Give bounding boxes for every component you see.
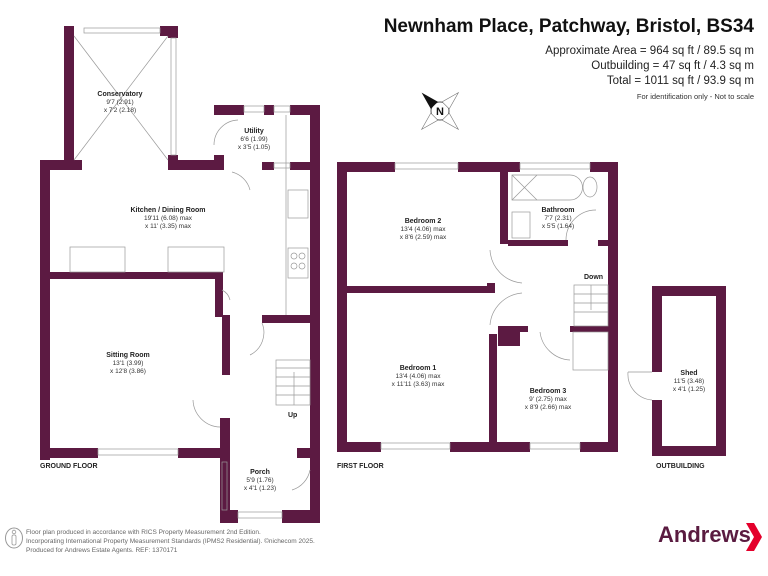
room-bathroom: Bathroom 7'7 (2.31) x 5'5 (1.64) — [541, 207, 575, 230]
room-sitting-room: Sitting Room 13'1 (3.99) x 12'8 (3.86) — [106, 352, 150, 375]
stairs-down-label: Down — [584, 274, 604, 281]
north-compass-icon: N — [420, 91, 460, 131]
brand-logo-text: Andrews — [658, 522, 751, 547]
room-bedroom-1: Bedroom 1 13'4 (4.06) max x 11'11 (3.63)… — [391, 365, 445, 388]
first-floor-label: FIRST FLOOR — [337, 463, 384, 470]
room-conservatory: Conservatory 9'7 (2.91) x 7'2 (2.18) — [97, 91, 143, 114]
room-shed: Shed 11'5 (3.48) x 4'1 (1.25) — [672, 370, 706, 393]
outbuilding-area: Outbuilding = 47 sq ft / 4.3 sq m — [591, 60, 754, 72]
area-summary: Approximate Area = 964 sq ft / 89.5 sq m… — [545, 44, 754, 89]
disclaimer: For identification only - Not to scale — [636, 92, 754, 101]
room-bedroom-2: Bedroom 2 13'4 (4.06) max x 8'6 (2.59) m… — [399, 218, 447, 241]
ground-floor-label: GROUND FLOOR — [40, 463, 98, 470]
total-area: Total = 1011 sq ft / 93.9 sq m — [606, 75, 754, 87]
rics-person-icon — [5, 527, 23, 549]
room-porch: Porch 5'9 (1.76) x 4'1 (1.23) — [243, 469, 277, 492]
footer-notes: Floor plan produced in accordance with R… — [26, 529, 315, 554]
stairs-up-label: Up — [288, 412, 298, 419]
brand-chevron-icon — [746, 523, 762, 551]
room-utility: Utility 6'6 (1.99) x 3'5 (1.05) — [237, 128, 271, 151]
room-kitchen-dining: Kitchen / Dining Room 19'11 (6.08) max x… — [130, 207, 206, 230]
outbuilding-label: OUTBUILDING — [656, 463, 705, 470]
svg-text:N: N — [436, 106, 444, 118]
walls — [40, 26, 726, 523]
property-title: Newnham Place, Patchway, Bristol, BS34 — [383, 16, 754, 37]
room-bedroom-3: Bedroom 3 9' (2.75) max x 8'9 (2.66) max — [524, 388, 572, 411]
approx-area: Approximate Area = 964 sq ft / 89.5 sq m — [545, 45, 754, 57]
fixtures — [69, 27, 653, 519]
